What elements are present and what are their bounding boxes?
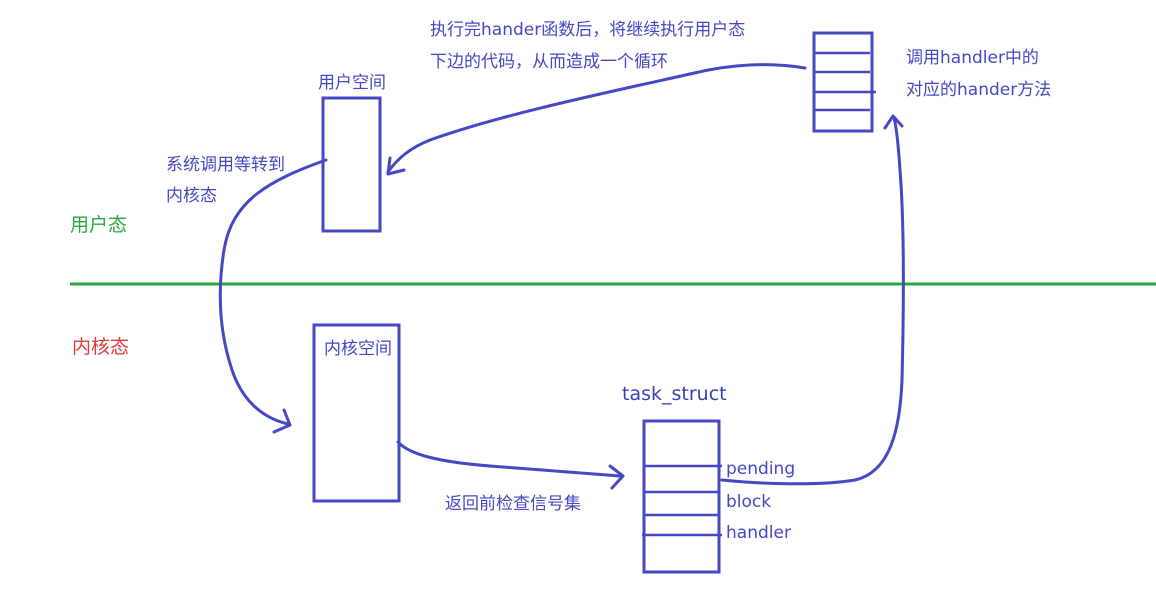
- return-arrow: [386, 63, 807, 176]
- user-space-box: [321, 96, 382, 233]
- user-mode-label: 用户态: [70, 214, 128, 236]
- call-handler-note-line1: 调用handler中的: [906, 48, 1039, 68]
- check-signals-note: 返回前检查信号集: [445, 494, 581, 514]
- field-pending: pending: [726, 459, 796, 479]
- call-handler-note-line2: 对应的hander方法: [906, 80, 1052, 100]
- after-handler-note-line1: 执行完hander函数后，将继续执行用户态: [430, 20, 746, 40]
- syscall-note-line1: 系统调用等转到: [166, 155, 285, 175]
- syscall-arrow: [218, 158, 328, 434]
- field-handler: handler: [726, 523, 791, 543]
- check-signals-arrow: [396, 440, 625, 490]
- user-space-label: 用户空间: [318, 73, 386, 93]
- task-struct-box: [642, 419, 722, 574]
- handler-stack-box: [812, 31, 876, 133]
- kernel-space-label: 内核空间: [324, 339, 392, 359]
- call-handler-arrow: [720, 114, 905, 486]
- kernel-mode-label: 内核态: [72, 336, 130, 358]
- task-struct-label: task_struct: [622, 383, 727, 405]
- after-handler-note-line2: 下边的代码，从而造成一个循环: [430, 52, 668, 72]
- field-block: block: [726, 492, 772, 512]
- syscall-note-line2: 内核态: [166, 186, 217, 206]
- kernel-space-box: [312, 323, 401, 503]
